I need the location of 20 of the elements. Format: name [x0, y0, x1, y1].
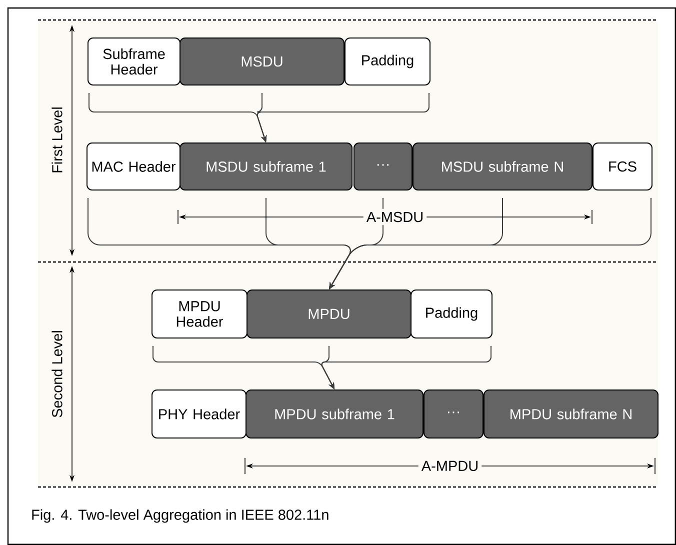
header-block: Subframe Header	[88, 38, 180, 86]
header-block: FCS	[592, 142, 652, 190]
header-block: MPDU Header	[152, 290, 248, 338]
data-block: ···	[354, 142, 412, 190]
level-label: Second Level	[52, 331, 62, 418]
data-block: ···	[424, 390, 484, 438]
header-block: PHY Header	[152, 390, 246, 438]
data-block: MSDU subframe 1	[180, 142, 352, 190]
data-block: MSDU	[180, 38, 344, 86]
dimension-label: A-MSDU	[363, 208, 427, 226]
dimension-label: A-MPDU	[418, 458, 482, 474]
data-block: MPDU subframe 1	[246, 390, 424, 438]
header-block: Padding	[344, 38, 430, 86]
caption: Fig. 4. Two-level Aggregation in IEEE 802.11n	[32, 509, 328, 523]
data-block: MPDU subframe N	[484, 390, 658, 438]
header-block: MAC Header	[86, 142, 180, 190]
data-block: MPDU	[246, 290, 412, 338]
header-block: Padding	[410, 290, 492, 338]
data-block: MSDU subframe N	[412, 142, 592, 190]
level-label: First Level	[52, 108, 62, 172]
